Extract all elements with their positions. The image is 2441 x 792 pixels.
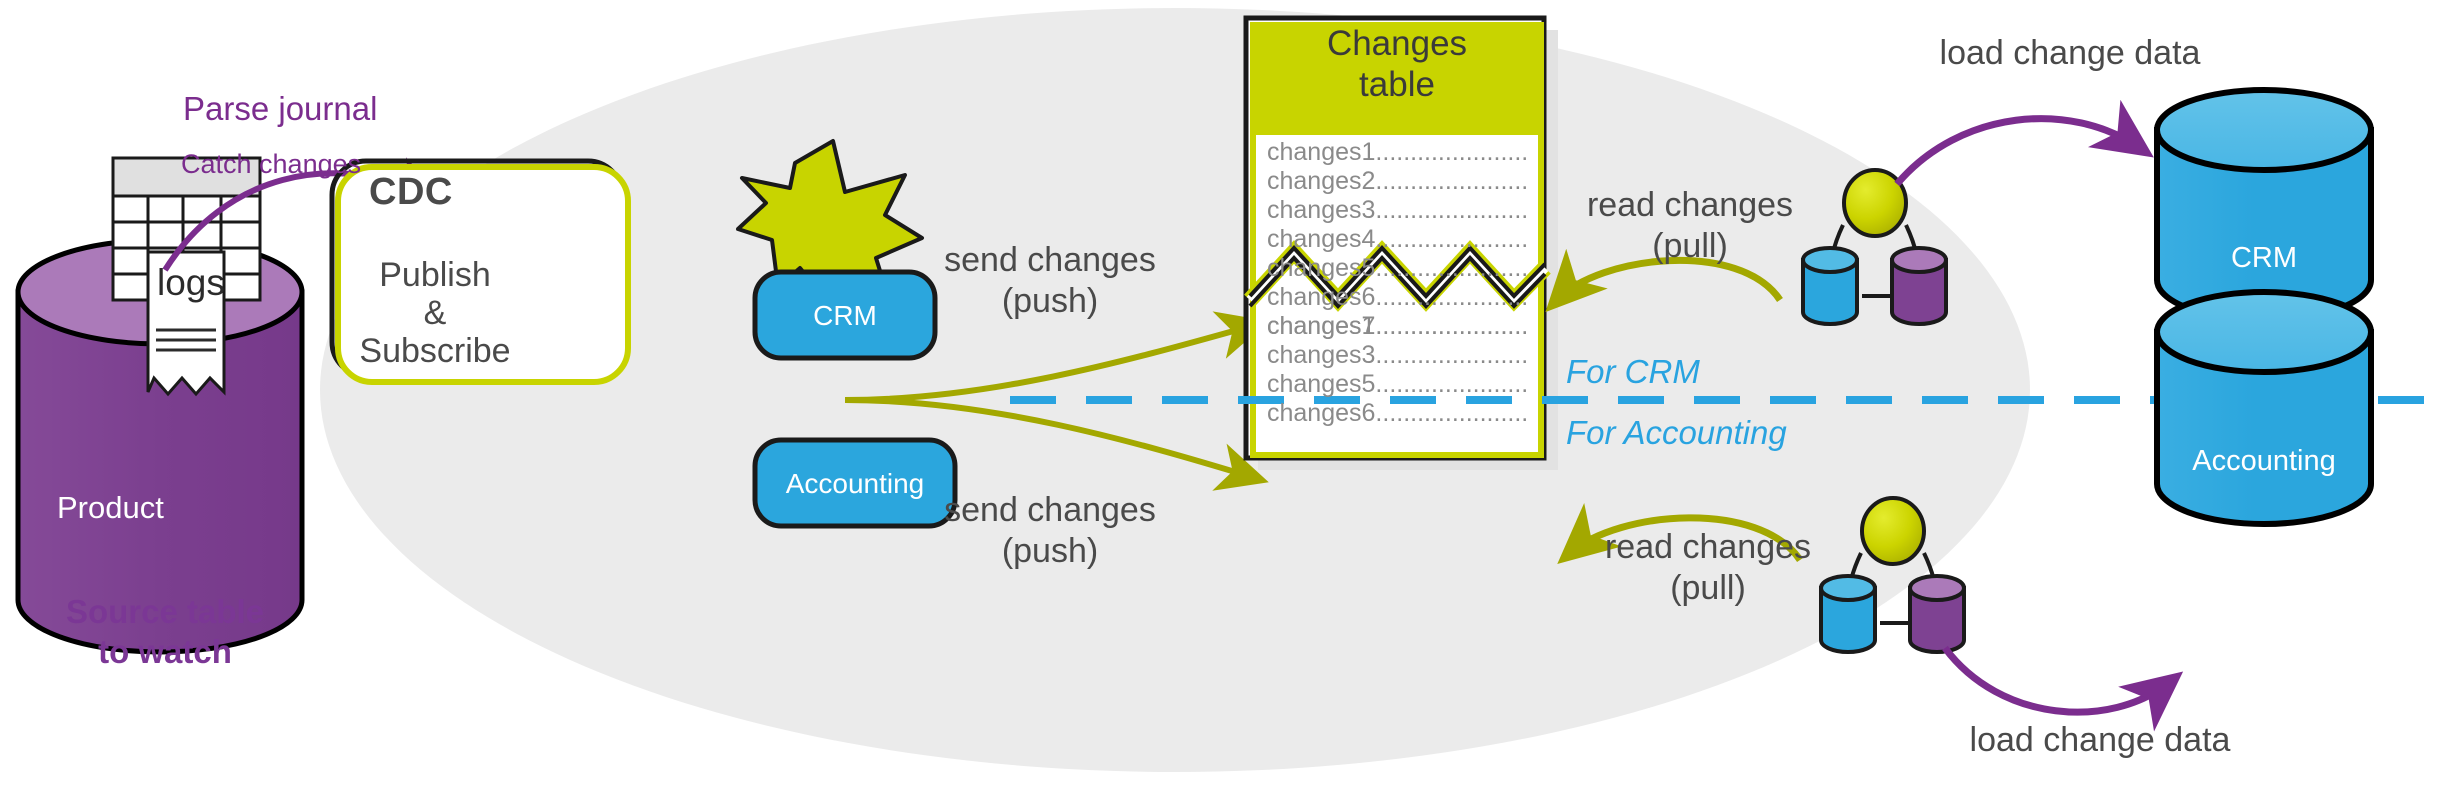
partition-for-crm-label: For CRM: [1566, 353, 1700, 390]
changes-table-row: changes7.......................: [1267, 312, 1529, 340]
target-accounting-label: Accounting: [2192, 445, 2336, 477]
pipeline-backdrop: [320, 8, 2030, 772]
changes-table-row: changes5.......................: [1267, 370, 1529, 398]
source-logs-document-icon: [146, 250, 226, 397]
catch-changes-label: Catch changes: [181, 149, 362, 179]
badge-accounting: [752, 437, 958, 529]
changes-table-row: changes5.......................: [1267, 254, 1529, 282]
read-changes-top-line1: read changes: [1586, 186, 1794, 224]
send-changes-top-line2: (push): [1001, 282, 1099, 320]
load-arrow-top-icon: [1894, 99, 2154, 187]
changes-table-lower-rows: changes1.......................changes3.…: [1267, 312, 1529, 428]
cdc-subtitle-line3: Subscribe: [359, 332, 511, 370]
changes-table-row: changes1.......................: [1267, 138, 1529, 166]
changes-table-row: changes3.......................: [1267, 341, 1529, 369]
changes-table-row: changes3.......................: [1267, 196, 1529, 224]
read-changes-top-line2: (pull): [1652, 227, 1728, 265]
changes-table-row: changes6.......................: [1267, 399, 1529, 427]
push-arrow-top-icon: [844, 311, 1269, 403]
service-group-icon-accounting: [1819, 496, 1966, 654]
target-database-accounting: [2154, 289, 2374, 527]
badge-accounting-label[interactable]: Accounting: [785, 468, 925, 499]
cdc-subtitle-line1: Publish: [379, 256, 491, 294]
changes-table-row: changes1.......................: [1267, 312, 1529, 340]
cdc-subtitle-line2: &: [423, 294, 447, 332]
partition-for-accounting-label: For Accounting: [1566, 414, 1787, 451]
cdc-box: [329, 158, 631, 385]
source-caption-line2: to watch: [98, 633, 232, 670]
badge-crm: [752, 269, 938, 361]
load-change-data-bottom-label: load change data: [1969, 721, 2231, 759]
push-arrow-bottom-icon: [844, 397, 1269, 491]
changes-table-row: changes4.......................: [1267, 225, 1529, 253]
load-arrow-bottom-icon: [1942, 645, 2184, 732]
load-change-data-top-label: load change data: [1939, 34, 2201, 72]
logs-document-label: logs: [157, 262, 225, 303]
source-caption-line1: Source table: [65, 593, 265, 630]
pull-arrow-top-icon: [1545, 248, 1783, 313]
target-database-crm: [2154, 87, 2374, 323]
parse-journal-label: Parse journal: [183, 90, 378, 127]
badge-crm-label[interactable]: CRM: [813, 300, 877, 331]
service-group-icon-crm: [1801, 168, 1948, 326]
changes-table-row: changes2.......................: [1267, 167, 1529, 195]
cdc-title: CDC: [369, 171, 453, 213]
send-changes-bottom-line1: send changes: [944, 491, 1156, 529]
source-cylinder-label: Product: [57, 490, 164, 525]
pull-arrow-bottom-icon: [1557, 502, 1803, 564]
changes-table-upper-rows: changes1.......................changes2.…: [1267, 138, 1529, 341]
changes-table-title-line2: table: [1359, 65, 1435, 104]
changes-table-row: changes6.......................: [1267, 283, 1529, 311]
read-changes-bottom-line2: (pull): [1670, 569, 1746, 607]
read-changes-bottom-line1: read changes: [1604, 528, 1812, 566]
target-crm-label: CRM: [2230, 242, 2298, 274]
changes-table-title-line1: Changes: [1326, 24, 1468, 63]
send-changes-top-line1: send changes: [944, 241, 1156, 279]
send-changes-bottom-line2: (push): [1001, 532, 1099, 570]
